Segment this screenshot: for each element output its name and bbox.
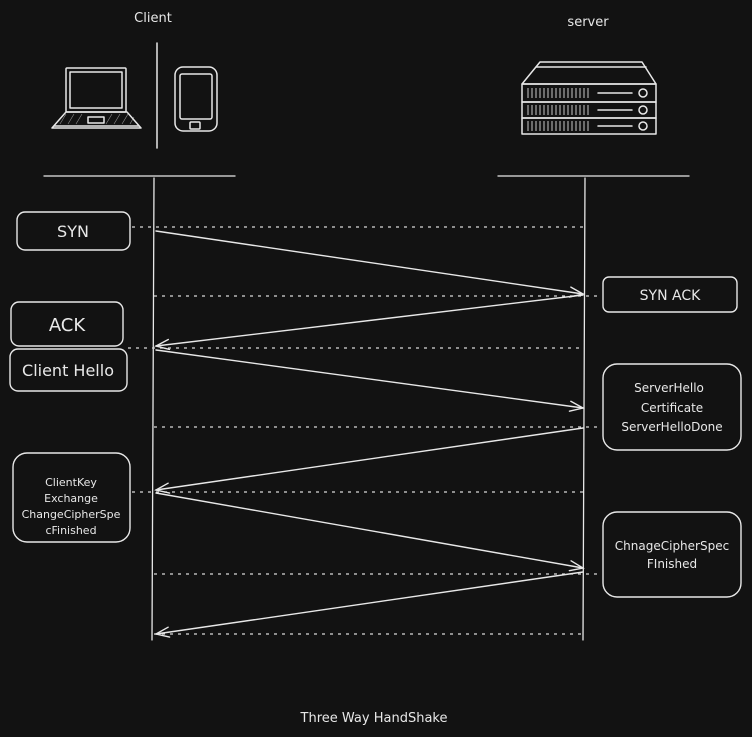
diagram-caption: Three Way HandShake: [300, 711, 448, 726]
arrow-syn: [155, 230, 585, 298]
client-key-exchange-message: ClientKey Exchange ChangeCipherSpe cFini…: [12, 452, 131, 543]
client-key-line-1: ClientKey: [45, 476, 97, 489]
server-rack-icon: [521, 61, 657, 135]
server-lifeline: [582, 177, 586, 641]
client-hello-message: Client Hello: [9, 348, 128, 392]
arrow-client-key: [155, 492, 585, 572]
ack-text: ACK: [49, 315, 87, 336]
server-label: server: [567, 15, 609, 30]
change-cipher-line-1: ChnageCipherSpec: [615, 539, 729, 553]
client-key-line-3: ChangeCipherSpe: [22, 508, 121, 521]
change-cipher-line-2: FInished: [647, 557, 697, 571]
client-label: Client: [134, 11, 172, 26]
arrow-syn-ack: [154, 294, 584, 351]
phone-icon: [174, 66, 218, 132]
ack-message: ACK: [10, 301, 124, 347]
client-lifeline: [151, 177, 155, 641]
arrow-client-hello: [155, 349, 585, 412]
laptop-keyboard-hatch: [59, 113, 135, 125]
syn-ack-text: SYN ACK: [640, 288, 701, 304]
client-key-line-4: cFinished: [45, 524, 96, 537]
server-hello-line-1: ServerHello: [634, 381, 704, 395]
syn-text: SYN: [57, 222, 89, 241]
change-cipher-spec-message: ChnageCipherSpec FInished: [602, 511, 742, 598]
arrow-server-hello: [154, 427, 584, 494]
syn-message: SYN: [16, 211, 131, 251]
client-key-line-2: Exchange: [44, 492, 98, 505]
laptop-icon: [51, 67, 142, 129]
syn-ack-message: SYN ACK: [602, 276, 738, 313]
arrow-change-cipher: [154, 571, 584, 638]
server-hello-line-3: ServerHelloDone: [621, 420, 722, 434]
server-hello-message: ServerHello Certificate ServerHelloDone: [602, 363, 742, 451]
client-hello-text: Client Hello: [22, 361, 114, 380]
server-hello-line-2: Certificate: [641, 401, 703, 415]
server-drive-bays: [527, 88, 589, 131]
